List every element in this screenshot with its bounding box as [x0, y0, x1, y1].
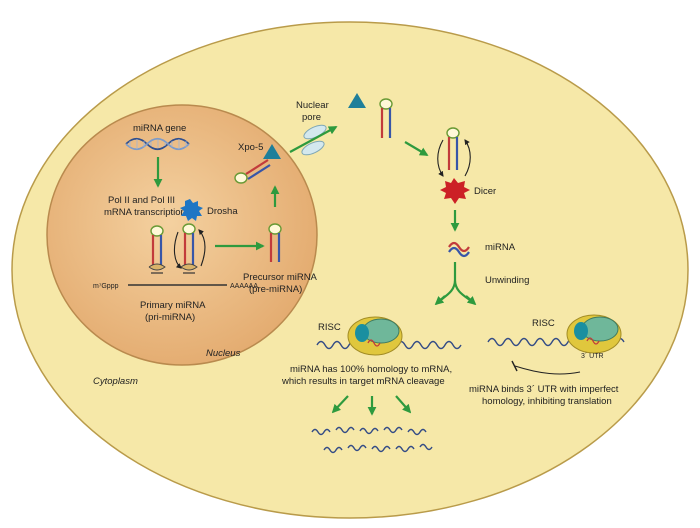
unwinding-label: Unwinding	[485, 275, 529, 286]
branch-right-head	[465, 295, 477, 306]
nuclear-pore-label-2: pore	[302, 112, 321, 123]
exported-pre-mirna	[379, 98, 393, 138]
dna-helix-icon	[125, 137, 190, 151]
xpo5-triangle-icon	[263, 144, 281, 159]
drosha-icon	[180, 199, 203, 221]
dicer-label: Dicer	[474, 186, 496, 197]
inhibition-line	[514, 365, 581, 375]
cleavage-text-1: miRNA has 100% homology to mRNA,	[290, 364, 452, 375]
risc-left-label: RISC	[318, 322, 341, 333]
dicer-hairpin	[446, 127, 460, 170]
drosha-label: Drosha	[207, 206, 238, 217]
pri-mirna-hairpin-2	[180, 223, 198, 274]
polya-label: AAAAAA	[230, 283, 258, 290]
dicer-icon	[440, 178, 470, 204]
pri-mirna-hairpin-1	[148, 225, 166, 274]
branch-left-head	[434, 295, 446, 306]
nuclear-pore-label-1: Nuclear	[296, 100, 329, 111]
xpo5-complex	[234, 144, 281, 184]
cytoplasm-label: Cytoplasm	[93, 376, 138, 387]
nucleus	[46, 104, 318, 366]
mirna-duplex	[448, 241, 470, 258]
mirna-gene-label: miRNA gene	[133, 123, 186, 134]
arrow-export	[289, 126, 338, 153]
risc-complex-icon	[347, 316, 403, 356]
risc-complex-right-icon	[566, 314, 622, 354]
primary-mirna-label-2: (pri-miRNA)	[145, 312, 195, 323]
cleavage-text-2: which results in target mRNA cleavage	[281, 376, 445, 387]
risc-right-label: RISC	[532, 318, 555, 329]
primary-mirna-label-1: Primary miRNA	[140, 300, 206, 311]
inhibition-bar	[511, 360, 518, 372]
pre-mirna-hairpin	[268, 223, 282, 262]
inhibition-text-1: miRNA binds 3´ UTR with imperfect	[469, 384, 619, 395]
transcription-label-2: mRNA transcription	[104, 207, 186, 218]
xpo5-released-icon	[348, 93, 366, 108]
utr-label: 3´ UTR	[581, 353, 604, 360]
inhibition-text-2: homology, inhibiting translation	[482, 396, 612, 407]
cap-label: m⁷Gppp	[93, 283, 119, 290]
cleaved-mrna-fragments	[311, 426, 433, 454]
arrow-cleavage-1	[331, 395, 349, 414]
xpo5-label: Xpo-5	[238, 142, 263, 153]
precursor-mirna-label-1: Precursor miRNA	[243, 272, 318, 283]
arrow-cleavage-3	[395, 395, 412, 414]
mirna-label: miRNA	[485, 242, 516, 253]
precursor-mirna-label-2: (pre-miRNA)	[249, 284, 302, 295]
nucleus-label: Nucleus	[206, 348, 241, 359]
arrow-to-dicer	[404, 141, 429, 156]
transcription-label-1: Pol II and Pol III	[108, 195, 175, 206]
